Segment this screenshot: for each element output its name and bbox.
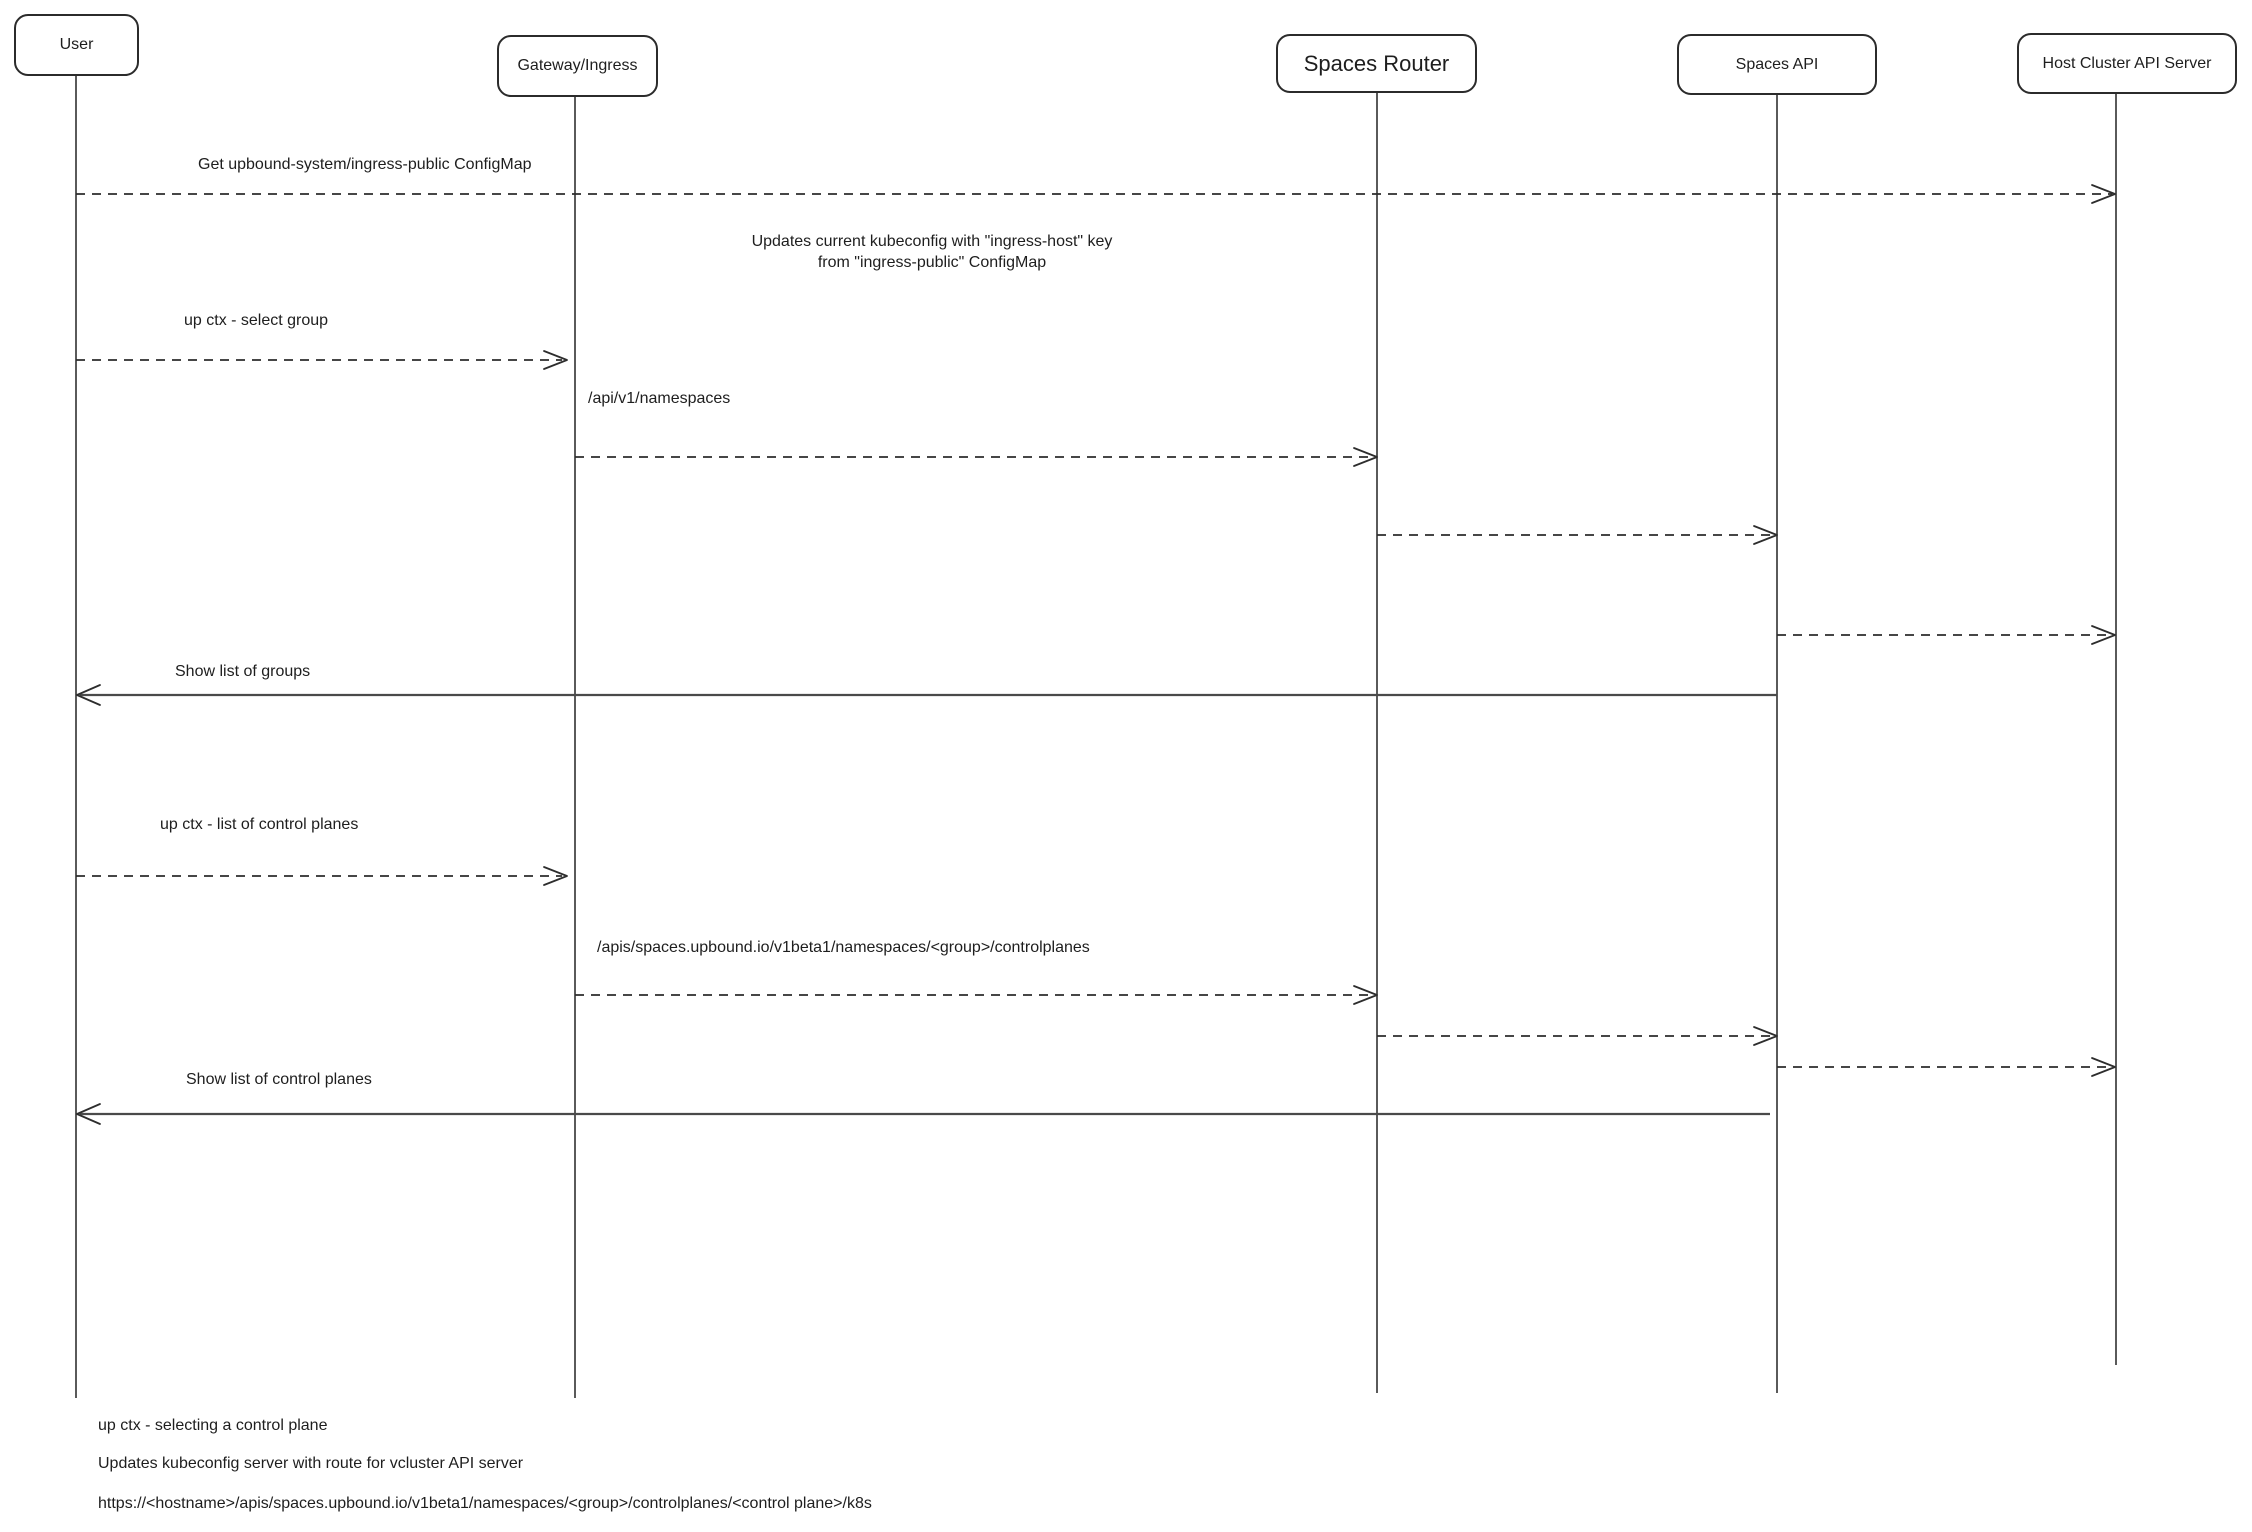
arrowhead-1	[543, 350, 568, 370]
actor-box-spaces-router: Spaces Router	[1276, 34, 1477, 93]
actor-label-host-cluster: Host Cluster API Server	[2042, 54, 2212, 72]
actor-box-spaces-api: Spaces API	[1677, 34, 1877, 95]
message-label-6: up ctx - list of control planes	[160, 816, 359, 833]
actor-label-spaces-router: Spaces Router	[1303, 50, 1450, 76]
footnote-updates-kubeconfig: Updates kubeconfig server with route for…	[98, 1455, 524, 1472]
actor-label-gateway-ingress: Gateway/Ingress	[517, 57, 638, 74]
arrowhead-7	[1353, 985, 1378, 1005]
arrowhead-5	[76, 684, 101, 706]
arrowhead-0	[2091, 184, 2116, 204]
message-label-2: /api/v1/namespaces	[588, 390, 731, 407]
arrowhead-4	[2091, 625, 2116, 645]
footnote-vcluster-url: https://<hostname>/apis/spaces.upbound.i…	[98, 1495, 872, 1512]
message-label-5: Show list of groups	[175, 663, 311, 680]
actor-label-user: User	[59, 36, 94, 53]
actor-box-host-cluster: Host Cluster API Server	[2017, 33, 2237, 94]
kubeconfig-update-note: Updates current kubeconfig with "ingress…	[751, 233, 1113, 271]
message-label-1: up ctx - select group	[184, 312, 329, 329]
arrowhead-9	[2091, 1057, 2116, 1077]
footnote-selecting-control-plane: up ctx - selecting a control plane	[98, 1417, 328, 1434]
actor-label-spaces-api: Spaces API	[1735, 55, 1819, 73]
arrowhead-2	[1353, 447, 1378, 467]
arrowhead-10	[76, 1103, 101, 1125]
message-label-7: /apis/spaces.upbound.io/v1beta1/namespac…	[597, 939, 1090, 956]
arrowhead-3	[1753, 525, 1778, 545]
actor-box-gateway-ingress: Gateway/Ingress	[497, 35, 658, 97]
actor-box-user: User	[14, 14, 139, 76]
arrowhead-6	[543, 866, 568, 886]
message-label-10: Show list of control planes	[186, 1071, 372, 1088]
arrowhead-8	[1753, 1026, 1778, 1046]
message-label-0: Get upbound-system/ingress-public Config…	[198, 156, 532, 173]
